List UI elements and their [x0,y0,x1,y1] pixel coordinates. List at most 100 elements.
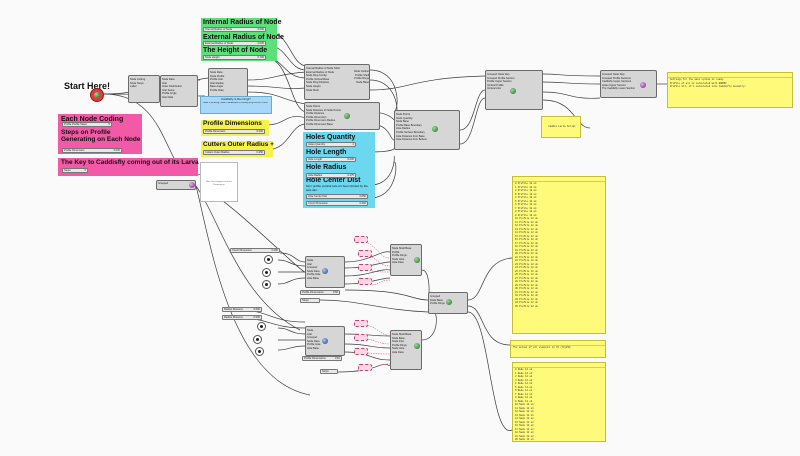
wire [344,261,391,269]
holes-quantity-slider[interactable]: Holes Quantity 4 [306,142,356,147]
toggle-button[interactable] [253,335,262,344]
component-status-icon [344,113,350,119]
low-slider-a[interactable]: Radius Distance 5.000 [222,307,262,312]
external-radius-slider[interactable]: External Radius of Node 2.000 [203,41,266,46]
cutters-slider[interactable]: Cutters Outer Radius 0.250 [203,150,265,155]
preview-swatch[interactable] [358,250,372,257]
comp-row: Profile Rings [392,343,407,347]
key-slider[interactable]: Steps 0 [62,168,88,173]
comp-row: Node Hole [392,347,405,351]
status-title: Caddisfly is Running!!! [221,97,251,101]
preview-swatch[interactable] [358,364,372,371]
slider-value: 0.700 [257,56,265,59]
final-component[interactable]: Grouped Node Rep Grouped Profile Section… [600,70,657,98]
low-slider-b[interactable]: Radius Distance 0.500 [222,315,262,320]
node-combine-component[interactable]: Node Points Node Quantity Node Base Prof… [394,110,460,150]
height-slider[interactable]: Node Height 0.700 [203,55,266,60]
comp-row: Node Inlet [392,340,404,344]
hole-radius-slider[interactable]: Hole Radius 0.175 [306,173,356,178]
node-coding-group[interactable]: Each Node Coding Steps on Profile Genera… [58,114,142,154]
slider-label: Profile Dimensions [304,357,326,360]
comp-row: Caddisfly Upper Sections [602,80,632,84]
slider-value: 0.000 [257,28,265,31]
wire [367,324,391,337]
comp-row: Grouped [430,295,441,298]
slider-label: Profile Dimension [64,149,85,152]
low-slider-c[interactable]: Profile Dimensions 0.10 [302,356,342,361]
toggle-button[interactable] [264,255,273,264]
list-item: 23 Profile 12 ok [515,262,538,266]
hole-center-slider[interactable]: Hole Center Dist 0.050 [306,194,368,199]
toggle-button[interactable] [255,347,264,356]
preview-swatch[interactable] [358,278,372,285]
slider-label: Hole Length [308,158,322,161]
comp-row: Node Shell Base [392,247,412,250]
wire [542,73,601,77]
comp-row: Base Angle [210,85,224,89]
list-item: 1 Profile 12 ok [515,185,537,189]
comp-row: Profile Hole [307,273,321,277]
mid-slider-c[interactable]: Steps [300,298,320,303]
component-status-icon [446,299,452,305]
wire [369,161,397,199]
hole-center-slider-b[interactable]: Count Dimension 0.400 [306,201,368,206]
slider-value: 0.400 [359,202,367,205]
comp-row: Node Height [306,84,321,88]
wire [369,75,486,91]
comp-row: Node Ring Distance [306,81,330,85]
comp-row: Node Data [162,78,175,81]
profile-steps-slider-b[interactable]: Profile Dimension 0.000 [62,148,122,153]
comp-row: Node Hole [392,257,405,261]
list-item: 29 Profile 12 ok [515,283,538,287]
toggle-button[interactable] [257,322,266,331]
internal-radius-slider[interactable]: Internal Radius of Node 0.000 [203,27,266,32]
preview-swatch[interactable] [358,264,372,271]
output-row: Node Outline [353,70,369,73]
component-status-icon [432,126,438,132]
slider-value: 2.000 [257,42,265,45]
mid-group-component[interactable]: Node Inlet Grouped Node Data Profile Hol… [305,256,345,288]
preview-swatch[interactable] [354,320,368,327]
status-panel: Caddisfly is Running!!! Node is Running,… [200,96,272,114]
wire [195,185,311,396]
caddis-main-outputs[interactable]: Node Outline Profile Shell Profile Rings… [342,70,370,96]
start-button[interactable] [90,88,104,102]
toggle-button[interactable] [262,280,271,289]
preview-swatch[interactable] [354,236,368,243]
panel-row: Settings for the main system is ready. [670,78,725,81]
list-item: 32 Profile 12 ok [515,294,538,297]
list-item: 2 Profile 12 ok [515,189,537,192]
component-status-icon [640,82,646,88]
low-out-component[interactable]: Node Shell Base Node Base Node Inlet Pro… [390,330,422,370]
mid-slider-b[interactable]: Profile Dimensions 0.50 [300,290,340,295]
caddis-second-component[interactable]: Node Points Node Distance of Node Points… [304,102,380,130]
wire [277,259,306,267]
list-item: 12 Profile 12 ok [515,224,538,227]
panel-row: The values of all elements in 70 (70)FSA [513,346,571,349]
preview-swatch[interactable] [354,334,368,341]
start-icon [94,92,100,98]
small-merge-component[interactable]: Grouped [156,180,196,190]
hole-length-slider[interactable]: Hole Length 0.000 [306,157,356,162]
list-item: 1 Node 12 ok [515,371,533,375]
comp-row: Node Data [307,269,320,273]
comp-row: Grouped [158,182,169,185]
key-group[interactable]: The Key to Caddisfly coming out of its L… [58,158,199,176]
comp-row: Hole Distance from Bottom [396,138,427,142]
caddis-main-component[interactable]: Internal Radius of Node Shell External R… [304,64,370,100]
wire [371,279,391,286]
profile-steps-slider[interactable]: Profile Profile Steps 5 [62,122,112,127]
low-slider-d[interactable]: Steps [320,369,338,374]
comp-row: Profile Dimension Base [306,122,333,126]
node-component-a[interactable]: Node Data Inlet Index Distribution Inlet… [160,75,198,107]
toggle-button[interactable] [262,268,271,277]
preview-swatch[interactable] [354,348,368,355]
panel-row: Profile of all is calculated with ERROR! [670,81,728,85]
mid-slider-a[interactable]: Count Dimension 0.400 [230,248,280,253]
list-item: 6 Node 12 ok [515,389,533,392]
profile-dim-slider[interactable]: Profile Dimension 0.000 [203,129,265,134]
input-param-component[interactable]: Node Coding Node Steps Label [128,75,160,103]
list-item: 26 Profile 12 ok [515,273,538,276]
